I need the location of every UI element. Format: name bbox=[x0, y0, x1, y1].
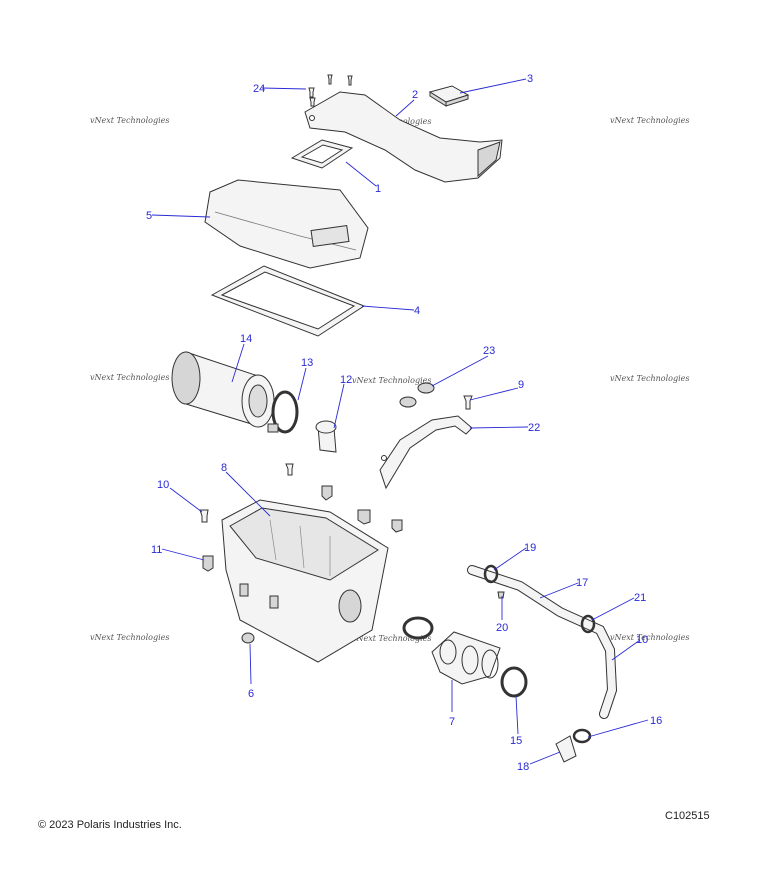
callout-12: 12 bbox=[340, 374, 352, 386]
callout-21: 21 bbox=[634, 592, 646, 604]
callout-10: 10 bbox=[157, 479, 169, 491]
breather-tube-part bbox=[467, 565, 618, 719]
watermark: vNext Technologies bbox=[90, 116, 169, 125]
callout-2: 2 bbox=[412, 89, 418, 101]
callout-5: 5 bbox=[146, 210, 152, 222]
callout-22: 22 bbox=[528, 422, 540, 434]
callout-14: 14 bbox=[240, 333, 252, 345]
watermark: vNext Technologies bbox=[610, 633, 689, 642]
coupler-ring-part bbox=[315, 420, 337, 453]
filter-clamp-part bbox=[267, 390, 299, 434]
watermark: vNext Technologies bbox=[90, 633, 169, 642]
bolt-part bbox=[463, 395, 473, 410]
callout-15: 15 bbox=[510, 735, 522, 747]
callout-labels: 24 2 3 1 5 4 14 13 12 23 9 22 8 10 11 6 … bbox=[146, 73, 662, 773]
airbox-cover-part bbox=[204, 179, 369, 269]
air-filter-part bbox=[171, 351, 275, 428]
callout-1: 1 bbox=[375, 183, 381, 195]
callout-3: 3 bbox=[527, 73, 533, 85]
callout-19: 19 bbox=[524, 542, 536, 554]
airbox-part bbox=[221, 499, 389, 663]
watermark: vNext Technologies bbox=[610, 374, 689, 383]
clip-parts bbox=[199, 463, 403, 644]
intake-boot-part bbox=[431, 631, 501, 685]
callout-18: 18 bbox=[517, 761, 529, 773]
callout-11: 11 bbox=[151, 544, 162, 556]
mounting-bracket-part bbox=[379, 415, 473, 490]
tube-clamp-parts bbox=[483, 564, 596, 763]
duct-gasket-part bbox=[290, 139, 354, 169]
callout-7: 7 bbox=[449, 716, 455, 728]
watermark: vNext Technologies bbox=[352, 634, 431, 643]
callout-8: 8 bbox=[221, 462, 227, 474]
airbox-gasket-part bbox=[210, 265, 366, 337]
callout-23: 23 bbox=[483, 345, 495, 357]
foam-pad-part bbox=[428, 85, 470, 107]
callout-16: 16 bbox=[650, 715, 662, 727]
copyright-text: © 2023 Polaris Industries Inc. bbox=[38, 819, 182, 831]
intake-duct-part bbox=[304, 91, 503, 183]
callout-13: 13 bbox=[301, 357, 313, 369]
watermark: vNext Technologies bbox=[352, 376, 431, 385]
watermark: vNext Technologies bbox=[90, 373, 169, 382]
callout-24: 24 bbox=[253, 83, 265, 95]
leader-lines bbox=[151, 78, 649, 765]
drawing-number: C102515 bbox=[665, 810, 710, 822]
grommet-parts bbox=[399, 382, 435, 408]
boot-clamp-parts bbox=[402, 616, 528, 698]
callout-6: 6 bbox=[248, 688, 254, 700]
callout-10b: 10 bbox=[636, 634, 648, 646]
watermark: vNext Technologies bbox=[610, 116, 689, 125]
callout-17: 17 bbox=[576, 577, 588, 589]
callout-20: 20 bbox=[496, 622, 508, 634]
callout-4: 4 bbox=[414, 305, 420, 317]
callout-9: 9 bbox=[518, 379, 524, 391]
screw-parts bbox=[308, 74, 353, 107]
